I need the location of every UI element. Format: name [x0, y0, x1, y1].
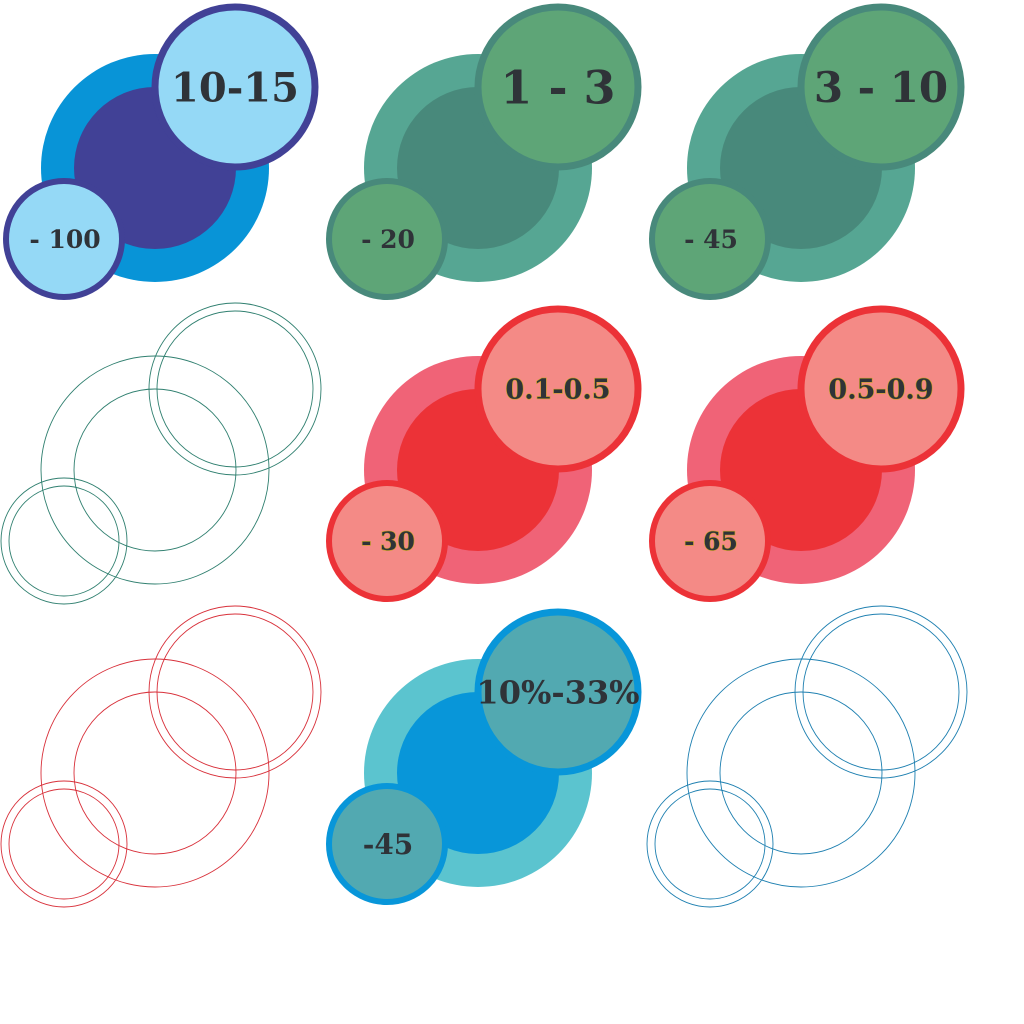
value-label: - 100: [29, 225, 100, 254]
small-bubble-inner-outline: [8, 485, 120, 597]
big-bubble: [797, 305, 965, 473]
badge-green-1-3: 1 - 3 - 20: [326, 3, 642, 300]
badge-blue-10-15: 10-15 - 100: [3, 3, 319, 300]
value-label: - 45: [684, 225, 738, 254]
outer-ring-outline: [40, 658, 270, 888]
big-bubble: [797, 3, 965, 171]
badge-outline-teal: [0, 302, 322, 605]
big-bubble: [474, 3, 642, 171]
value-label: - 65: [684, 527, 738, 556]
badge-red-0.5-0.9: 0.5-0.9 - 65: [649, 305, 965, 602]
value-label: -45: [363, 828, 414, 861]
small-bubble: [3, 178, 125, 300]
big-bubble: [474, 305, 642, 473]
big-bubble-inner-outline: [156, 613, 314, 771]
range-label: 3 - 10: [814, 63, 948, 112]
range-label: 1 - 3: [500, 61, 615, 115]
badge-red-0.1-0.5: 0.1-0.5 - 30: [326, 305, 642, 602]
small-bubble-outline: [0, 780, 128, 908]
small-bubble: [649, 480, 771, 602]
badge-outline-red: [0, 605, 322, 908]
small-bubble: [326, 480, 448, 602]
inner-disc-outline: [73, 388, 237, 552]
big-bubble-inner-outline: [802, 613, 960, 771]
small-bubble-outline: [646, 780, 774, 908]
big-bubble: [151, 3, 319, 171]
big-bubble-inner-outline: [156, 310, 314, 468]
big-bubble-outline: [794, 605, 968, 779]
value-label: - 30: [361, 527, 415, 556]
small-bubble-inner-outline: [8, 788, 120, 900]
badge-cyan-10-33: 10%-33% -45: [326, 608, 642, 905]
small-bubble-outline: [0, 477, 128, 605]
value-label: - 20: [361, 225, 415, 254]
inner-disc-outline: [73, 691, 237, 855]
range-label: 0.1-0.5: [505, 375, 610, 406]
small-bubble-inner-outline: [654, 788, 766, 900]
big-bubble-outline: [148, 302, 322, 476]
big-bubble: [474, 608, 642, 776]
small-bubble: [326, 178, 448, 300]
range-label: 0.5-0.9: [828, 375, 933, 406]
big-bubble-outline: [148, 605, 322, 779]
outer-ring-outline: [40, 355, 270, 585]
range-label: 10-15: [171, 64, 299, 111]
inner-disc-outline: [719, 691, 883, 855]
small-bubble: [649, 178, 771, 300]
small-bubble: [326, 783, 448, 905]
badge-green-3-10: 3 - 10 - 45: [649, 3, 965, 300]
range-label: 10%-33%: [476, 674, 639, 712]
outer-ring-outline: [686, 658, 916, 888]
badge-outline-blue: [646, 605, 968, 908]
